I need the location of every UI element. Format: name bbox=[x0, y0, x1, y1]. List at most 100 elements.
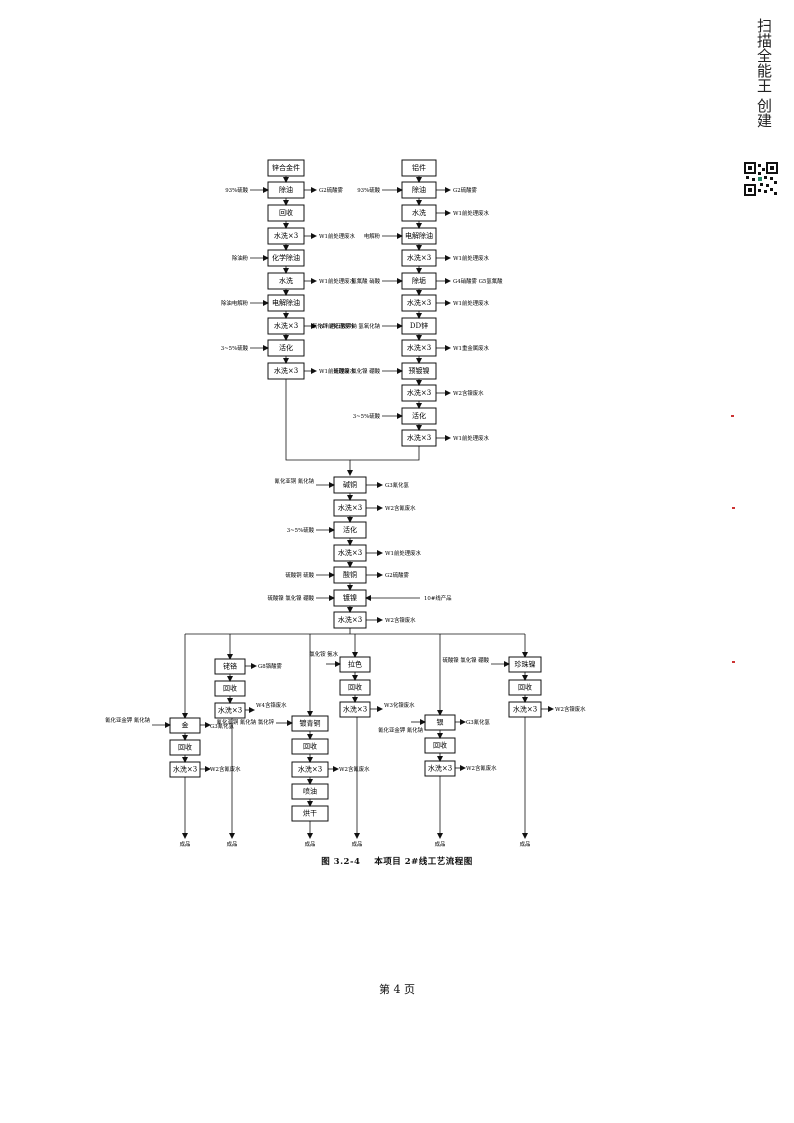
box-spray-oil: 喷油 bbox=[291, 783, 329, 800]
box-wash-m1: 水洗×3 bbox=[333, 499, 367, 517]
box-wash-b4: 水洗×3 bbox=[339, 701, 371, 718]
box-pre-nickel: 预镀镍 bbox=[401, 362, 437, 380]
branch-gold: 金 回收 水洗×3 氰化亚金钾 氰化钠 G3氰化氢 W2含氰废水 成品 bbox=[105, 716, 241, 848]
svg-text:水洗×3: 水洗×3 bbox=[343, 705, 367, 714]
svg-text:DD锌: DD锌 bbox=[410, 321, 428, 330]
box-wash-r2: 水洗×3 bbox=[401, 249, 437, 267]
svg-text:预镀镍: 预镀镍 bbox=[409, 366, 430, 375]
svg-text:W2含氰废水: W2含氰废水 bbox=[210, 765, 241, 773]
box-degrease-l: 除油 bbox=[267, 181, 305, 199]
svg-text:铑铬: 铑铬 bbox=[223, 662, 237, 671]
svg-text:电解除油: 电解除油 bbox=[272, 298, 300, 307]
svg-text:水洗×3: 水洗×3 bbox=[274, 321, 298, 330]
box-chrome: 铑铬 bbox=[214, 658, 246, 675]
svg-text:氰化亚金钾 氰化钠: 氰化亚金钾 氰化钠 bbox=[378, 726, 423, 734]
box-acid-copper: 酸铜 bbox=[333, 566, 367, 584]
product-6: 成品 bbox=[520, 840, 531, 848]
branch-silver: 银 回收 水洗×3 氰化亚金钾 氰化钠 G3氰化氢 W2含氰废水 成品 bbox=[378, 714, 497, 848]
product-1: 成品 bbox=[180, 840, 191, 848]
svg-text:氧化锌 酒石酸钾钠 氢氧化钠: 氧化锌 酒石酸钾钠 氢氧化钠 bbox=[312, 322, 380, 330]
svg-text:硫酸铜 硫酸: 硫酸铜 硫酸 bbox=[285, 571, 314, 579]
box-wash-b1: 水洗×3 bbox=[169, 761, 201, 778]
svg-text:G3氰化氢: G3氰化氢 bbox=[210, 722, 235, 730]
svg-text:镀青铜: 镀青铜 bbox=[300, 719, 321, 728]
svg-text:除油电解粉: 除油电解粉 bbox=[221, 299, 249, 307]
svg-text:水洗×3: 水洗×3 bbox=[407, 433, 431, 442]
svg-text:G2硫酸雾: G2硫酸雾 bbox=[453, 186, 478, 194]
svg-text:W2含镍废水: W2含镍废水 bbox=[453, 389, 484, 397]
figure-number: 图 3.2-4 bbox=[321, 857, 361, 867]
branch-pearl-nickel: 珍珠镍 回收 水洗×3 硫酸镍 氯化镍 硼酸 W2含镍废水 成品 bbox=[442, 656, 586, 848]
svg-text:W1前处理废水: W1前处理废水 bbox=[453, 434, 490, 442]
svg-text:水洗: 水洗 bbox=[279, 276, 293, 285]
svg-text:水洗×3: 水洗×3 bbox=[428, 764, 452, 773]
svg-text:活化: 活化 bbox=[412, 411, 426, 420]
svg-text:化学除油: 化学除油 bbox=[272, 253, 300, 262]
scan-mark bbox=[732, 661, 735, 663]
box-degrease-r: 除油 bbox=[401, 181, 437, 199]
box-recover-b3: 回收 bbox=[291, 738, 329, 755]
svg-text:除油: 除油 bbox=[412, 185, 426, 194]
box-wash-b3: 水洗×3 bbox=[291, 761, 329, 778]
svg-text:W2含氰废水: W2含氰废水 bbox=[385, 504, 416, 512]
svg-text:G3氰化氢: G3氰化氢 bbox=[385, 481, 410, 489]
svg-text:W1前处理废水: W1前处理废水 bbox=[319, 367, 356, 375]
svg-text:拉色: 拉色 bbox=[348, 660, 362, 669]
svg-text:氰化亚铜 氰化钠 氯化锌: 氰化亚铜 氰化钠 氯化锌 bbox=[217, 718, 275, 726]
svg-text:水洗×3: 水洗×3 bbox=[338, 548, 362, 557]
box-wash-l2: 水洗 bbox=[267, 272, 305, 290]
svg-text:水洗×3: 水洗×3 bbox=[274, 366, 298, 375]
svg-text:3~5%硫酸: 3~5%硫酸 bbox=[287, 526, 315, 534]
svg-text:W1前处理废水: W1前处理废水 bbox=[319, 322, 356, 330]
page-number: 第 4 页 bbox=[379, 983, 415, 996]
branch-chrome: 铑铬 回收 水洗×3 G8铬酸雾 W4含铬废水 成品 bbox=[214, 658, 287, 848]
svg-text:W2含镍废水: W2含镍废水 bbox=[555, 705, 586, 713]
svg-text:水洗: 水洗 bbox=[412, 208, 426, 217]
svg-text:G8铬酸雾: G8铬酸雾 bbox=[258, 662, 283, 670]
svg-text:氰化亚金钾 氰化钠: 氰化亚金钾 氰化钠 bbox=[105, 716, 150, 724]
svg-text:W1前处理废水: W1前处理废水 bbox=[453, 209, 490, 217]
svg-text:W1前处理废水: W1前处理废水 bbox=[453, 254, 490, 262]
branch-bus bbox=[182, 633, 528, 719]
box-recover-b1: 回收 bbox=[169, 739, 201, 756]
box-wash-l3: 水洗×3 bbox=[267, 317, 305, 335]
box-wash-l4: 水洗×3 bbox=[267, 362, 305, 380]
box-alkaline-copper: 碱铜 bbox=[333, 476, 367, 494]
box-wash-r5: 水洗×3 bbox=[401, 384, 437, 402]
box-dd-zinc: DD锌 bbox=[401, 317, 437, 335]
branch-color: 拉色 回收 水洗×3 氯化铵 氨水 W3化镍废水 成品 bbox=[309, 650, 415, 848]
svg-text:氰化亚铜 氰化钠: 氰化亚铜 氰化钠 bbox=[275, 477, 314, 485]
svg-text:回收: 回收 bbox=[433, 741, 447, 750]
box-wash-b5: 水洗×3 bbox=[424, 760, 456, 777]
product-3: 成品 bbox=[305, 840, 316, 848]
svg-text:G3氰化氢: G3氰化氢 bbox=[466, 718, 491, 726]
svg-text:W4含铬废水: W4含铬废水 bbox=[256, 701, 287, 709]
figure-caption: 图 3.2-4 本项目 2#线工艺流程图 bbox=[0, 855, 794, 867]
branch-bronze: 镀青铜 回收 水洗×3 喷油 烘干 氰化亚铜 氰化钠 氯化锌 W2含氰废水 成品 bbox=[217, 715, 370, 848]
svg-text:除垢: 除垢 bbox=[412, 276, 426, 285]
svg-text:水洗×3: 水洗×3 bbox=[338, 615, 362, 624]
svg-text:回收: 回收 bbox=[178, 743, 192, 752]
box-electro-degrease-l: 电解除油 bbox=[267, 294, 305, 312]
svg-text:除油: 除油 bbox=[279, 185, 293, 194]
box-nickel-plating: 镀镍 bbox=[333, 589, 367, 607]
box-wash-b6: 水洗×3 bbox=[508, 701, 542, 718]
svg-text:水洗×3: 水洗×3 bbox=[218, 706, 242, 715]
svg-text:珍珠镍: 珍珠镍 bbox=[515, 660, 536, 669]
svg-text:W2含氰废水: W2含氰废水 bbox=[466, 764, 497, 772]
svg-text:水洗×3: 水洗×3 bbox=[513, 705, 537, 714]
box-wash-m3: 水洗×3 bbox=[333, 611, 367, 629]
svg-text:G4硝酸雾 G5氢氟酸: G4硝酸雾 G5氢氟酸 bbox=[453, 277, 503, 285]
box-wash-m2: 水洗×3 bbox=[333, 544, 367, 562]
svg-text:回收: 回收 bbox=[518, 683, 532, 692]
svg-text:10#线产品: 10#线产品 bbox=[424, 594, 452, 602]
product-5: 成品 bbox=[435, 840, 446, 848]
svg-text:3~5%硫酸: 3~5%硫酸 bbox=[353, 412, 381, 420]
svg-text:W1前处理废水: W1前处理废水 bbox=[453, 299, 490, 307]
box-pearl-nickel: 珍珠镍 bbox=[508, 656, 542, 673]
svg-text:回收: 回收 bbox=[279, 208, 293, 217]
box-recover-b4: 回收 bbox=[339, 679, 371, 696]
svg-text:水洗×3: 水洗×3 bbox=[173, 765, 197, 774]
box-zinc-alloy: 锌合金件 bbox=[267, 159, 305, 177]
box-bronze: 镀青铜 bbox=[291, 715, 329, 732]
